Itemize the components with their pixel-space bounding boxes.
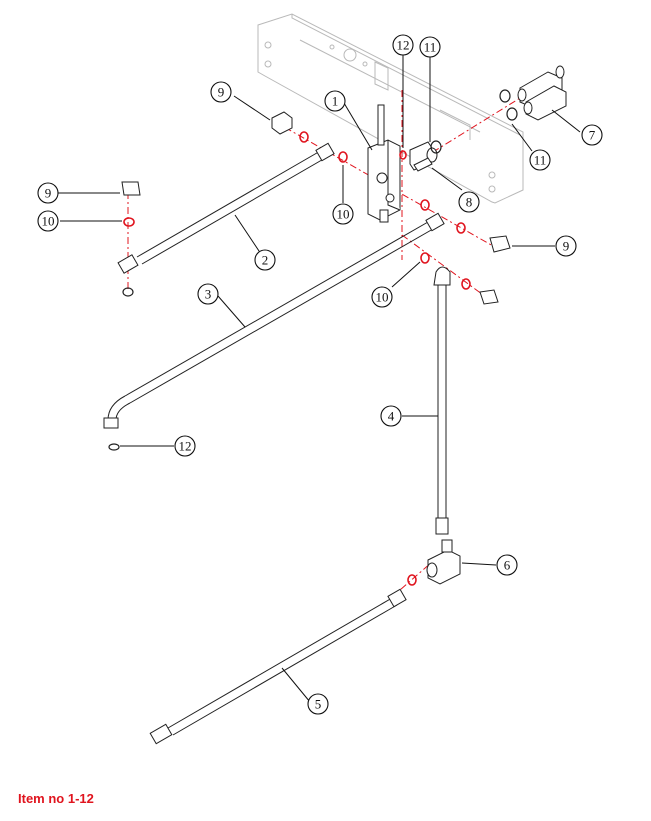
callout-label: 5 <box>315 697 322 712</box>
item-range-caption: Item no 1-12 <box>18 791 94 806</box>
tee-fitting-6 <box>426 539 461 585</box>
callout-label: 2 <box>262 253 269 268</box>
callout-10-mid: 10 <box>332 203 354 225</box>
callout-label: 10 <box>42 214 55 229</box>
hose-4 <box>433 266 451 535</box>
callout-label: 9 <box>563 239 570 254</box>
callout-12-bottom: 12 <box>174 435 196 457</box>
callout-12-top: 12 <box>392 34 414 56</box>
callout-4: 4 <box>380 405 402 427</box>
callout-5: 5 <box>307 693 329 715</box>
hose-5 <box>149 588 407 745</box>
callout-11-top: 11 <box>419 36 441 58</box>
callout-label: 3 <box>205 287 212 302</box>
hose-3 <box>103 212 445 429</box>
callout-3: 3 <box>197 283 219 305</box>
quick-couplers-7 <box>517 65 567 121</box>
callout-9-right: 9 <box>555 235 577 257</box>
callout-10-left: 10 <box>37 210 59 232</box>
callout-label: 11 <box>424 40 437 55</box>
callout-label: 10 <box>376 290 389 305</box>
centerlines <box>127 90 526 591</box>
callout-label: 6 <box>504 558 511 573</box>
callout-1: 1 <box>324 90 346 112</box>
callout-label: 9 <box>218 85 225 100</box>
valve-body <box>367 104 401 223</box>
callout-8: 8 <box>458 191 480 213</box>
callout-7: 7 <box>581 124 603 146</box>
callout-label: 7 <box>589 128 596 143</box>
callout-label: 9 <box>45 186 52 201</box>
mounting-bracket <box>257 13 524 204</box>
callout-11-right: 11 <box>529 149 551 171</box>
callout-6: 6 <box>496 554 518 576</box>
callout-label: 4 <box>388 409 395 424</box>
callout-label: 1 <box>332 94 339 109</box>
callout-label: 12 <box>397 38 410 53</box>
callout-9-left: 9 <box>37 182 59 204</box>
callout-label: 8 <box>466 195 473 210</box>
hose-2 <box>117 142 335 274</box>
callout-10-lower: 10 <box>371 286 393 308</box>
banjo-bolts-9 <box>121 111 511 305</box>
sealing-rings <box>108 89 518 586</box>
fitting-8 <box>409 141 438 172</box>
callout-label: 12 <box>179 439 192 454</box>
callout-2: 2 <box>254 249 276 271</box>
callout-label: 10 <box>337 207 350 222</box>
callout-label: 11 <box>534 153 547 168</box>
callout-9-top: 9 <box>210 81 232 103</box>
